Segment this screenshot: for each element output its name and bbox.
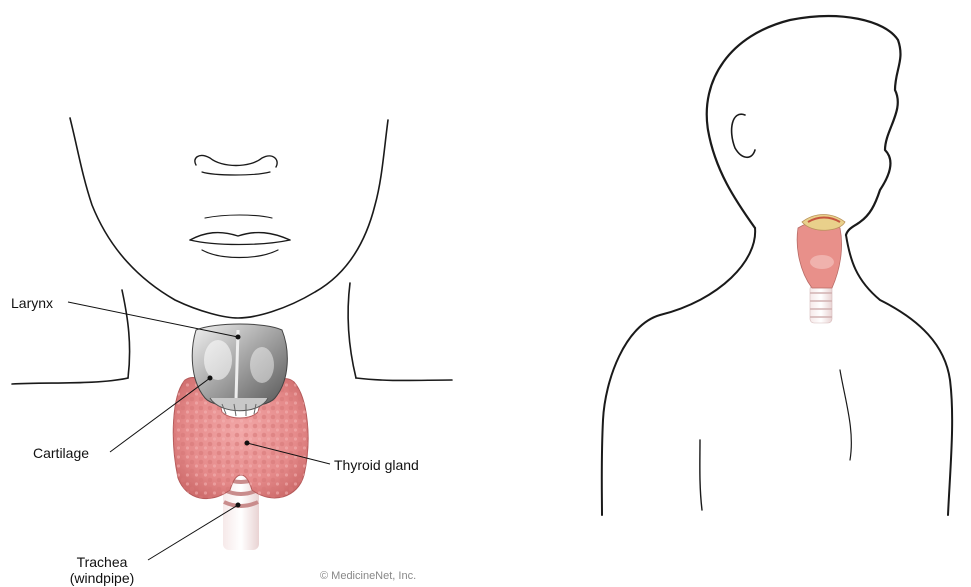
neck-right	[348, 283, 356, 378]
copyright-notice: © MedicineNet, Inc.	[320, 568, 416, 584]
lower-lip	[202, 250, 278, 258]
mouth-line	[190, 240, 290, 245]
label-cartilage: Cartilage	[33, 445, 89, 461]
larynx-pointer	[68, 302, 238, 337]
ear	[732, 114, 755, 157]
neck-left	[122, 290, 130, 378]
label-trachea-name: Trachea	[54, 554, 150, 570]
back-neck	[602, 228, 755, 515]
upper-lip	[190, 233, 290, 240]
nose	[195, 156, 277, 167]
shoulder-left	[12, 378, 128, 384]
side-larynx-shape	[797, 215, 845, 324]
face-outline	[70, 118, 388, 318]
side-view	[602, 16, 952, 515]
label-larynx: Larynx	[11, 295, 53, 311]
front-neck	[846, 235, 952, 515]
head-back-outline	[707, 16, 901, 235]
inner-line	[700, 440, 702, 510]
label-trachea: Trachea (windpipe)	[54, 554, 150, 586]
label-trachea-windpipe: (windpipe)	[54, 570, 150, 586]
shoulder-right	[356, 378, 452, 381]
label-thyroid-gland: Thyroid gland	[334, 457, 419, 473]
